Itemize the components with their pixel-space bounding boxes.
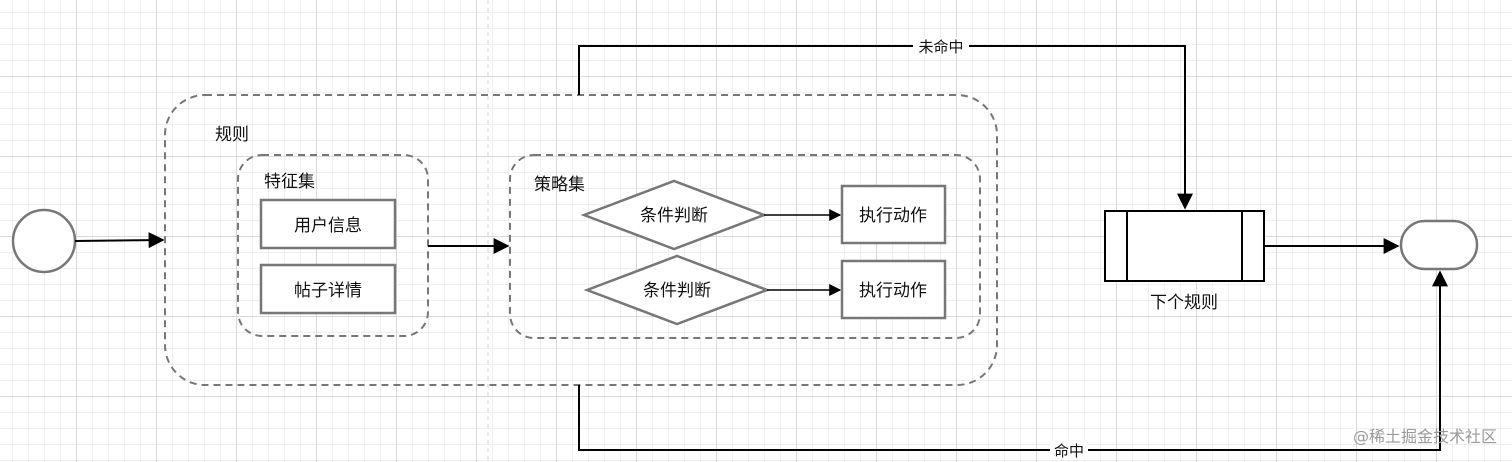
miss-label-bg [913,37,969,55]
feature-item-label: 帖子详情 [294,281,362,301]
rule-group-label: 规则 [215,125,249,145]
hit-label-bg [1050,441,1088,459]
feature-set-label: 特征集 [264,172,315,192]
action-box-1[interactable] [840,184,947,245]
miss-edge [578,45,1193,210]
action-box-2[interactable] [840,259,947,320]
condition-label: 条件判断 [640,206,708,226]
feature-item-label: 用户信息 [294,216,362,236]
hit-edge-label: 命中 [1054,442,1084,460]
strategy-set-label: 策略集 [534,175,585,195]
strategy-set[interactable] [509,154,981,339]
end-node[interactable] [1399,219,1479,271]
hit-edge [578,270,1448,451]
action-label: 执行动作 [859,206,927,226]
rule-group[interactable] [164,94,998,386]
start-edge [74,232,165,249]
next-rule-node[interactable] [1104,210,1265,282]
feature-item-post-detail[interactable] [259,263,397,315]
feature-item-user-info[interactable] [259,198,397,250]
action-label: 执行动作 [859,281,927,301]
watermark-text: @稀土掘金技术社区 [1353,427,1497,446]
miss-edge-label: 未命中 [918,38,963,56]
next-rule-label: 下个规则 [1150,293,1218,313]
start-node[interactable] [11,208,77,274]
condition-label: 条件判断 [643,281,711,301]
